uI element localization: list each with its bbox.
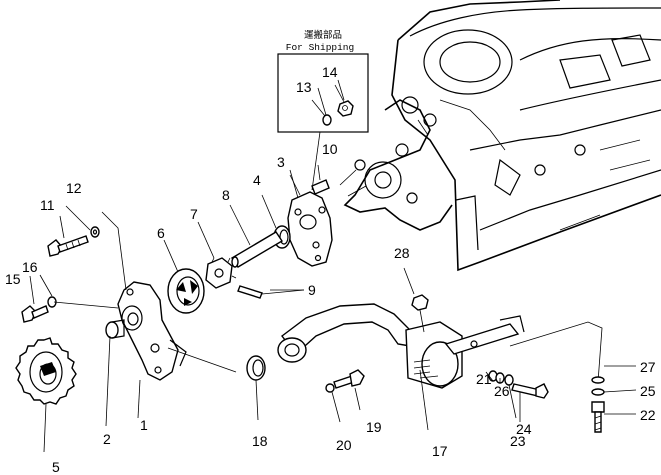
callout-10: 10: [322, 141, 338, 157]
part-22-bolt: [591, 401, 605, 433]
callout-23: 23: [510, 433, 526, 449]
callout-26: 26: [494, 383, 510, 399]
part-2-bushing: [105, 319, 125, 339]
part-1-pump-body: [117, 281, 187, 381]
engine-block: [339, 0, 661, 272]
part-5-gear: [15, 337, 77, 405]
callout-1: 1: [140, 417, 148, 433]
callout-27: 27: [640, 359, 656, 375]
callout-9: 9: [308, 282, 316, 298]
callout-14: 14: [322, 64, 338, 80]
part-13-washer: [322, 114, 332, 126]
callout-15: 15: [5, 271, 21, 287]
callout-2: 2: [103, 431, 111, 447]
part-15-bolt: [21, 305, 49, 323]
shipping-parts-box: 運搬部品 For Shipping: [277, 29, 369, 133]
callout-21: 21: [476, 371, 492, 387]
callout-22: 22: [640, 407, 656, 423]
callout-20: 20: [336, 437, 352, 453]
part-11-bolt: [47, 235, 89, 257]
shipping-title-jp: 運搬部品: [304, 29, 342, 41]
callout-13: 13: [296, 79, 312, 95]
part-28-nut: [411, 294, 429, 311]
shipping-title-en: For Shipping: [286, 42, 354, 53]
callout-17: 17: [432, 443, 448, 459]
callout-16: 16: [22, 259, 38, 275]
part-23-bolt: [511, 383, 549, 399]
part-17-suction-pipe: [277, 303, 525, 389]
part-10-dowel-pin: [311, 179, 330, 195]
part-20-washer: [325, 383, 335, 393]
part-19-bolt: [333, 369, 365, 389]
callout-8: 8: [222, 187, 230, 203]
callout-12: 12: [66, 180, 82, 196]
callout-numbers: 1 2 3 4 5 6 7 8 9 10 11 12 13 14 15 16 1…: [5, 64, 656, 475]
leader-lines: [29, 79, 637, 453]
callout-6: 6: [157, 225, 165, 241]
callout-25: 25: [640, 383, 656, 399]
part-8-shaft: [231, 231, 283, 268]
part-12-washer: [90, 226, 100, 238]
callout-18: 18: [252, 433, 268, 449]
callout-24: 24: [516, 421, 532, 437]
part-7-inner-rotor: [205, 257, 237, 289]
part-27-washer: [591, 376, 605, 384]
part-25-washer: [591, 388, 605, 396]
callout-5: 5: [52, 459, 60, 475]
part-9-pin: [237, 285, 305, 299]
callout-3: 3: [277, 154, 285, 170]
part-14-nut: [337, 100, 354, 117]
part-3-cover: [287, 191, 333, 267]
part-18-o-ring: [246, 355, 266, 381]
callout-4: 4: [253, 172, 261, 188]
part-6-outer-rotor: [167, 268, 205, 314]
callout-28: 28: [394, 245, 410, 261]
callout-11: 11: [40, 197, 55, 213]
callout-7: 7: [190, 206, 198, 222]
callout-19: 19: [366, 419, 382, 435]
